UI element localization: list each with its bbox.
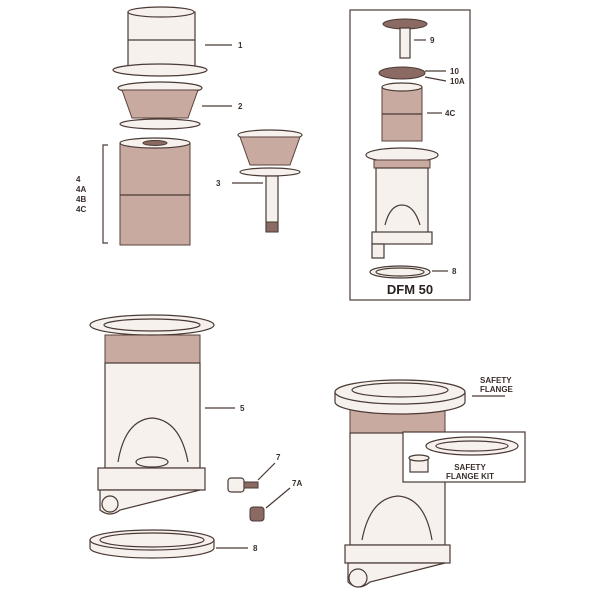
dfm50-inset: 9 10 10A 4C 8 DFM 50 [349,9,471,301]
label-1: 1 [238,41,243,50]
safety-flange-label-1: SAFETY [480,376,512,385]
safety-kit-label-1: SAFETY [454,463,486,472]
label-8: 8 [253,544,258,553]
part-2-basket: 2 [117,81,243,130]
label-4c-inset: 4C [445,109,455,118]
part-8-ring: 8 [89,529,258,559]
inset-title: DFM 50 [387,282,433,297]
label-3: 3 [216,179,221,188]
label-4a: 4A [76,185,86,194]
label-10: 10 [450,67,459,76]
label-4c: 4C [76,205,86,214]
safety-flange-label-2: FLANGE [480,385,514,394]
safety-flange-housing: SAFETY FLANGE [334,376,514,588]
safety-kit-label-2: FLANGE KIT [446,472,494,481]
label-4: 4 [76,175,81,184]
part-3-basket-stem: 3 [216,129,303,233]
label-10a: 10A [450,77,465,86]
label-7: 7 [276,453,281,462]
label-7a: 7A [292,479,302,488]
safety-flange-kit-inset: SAFETY FLANGE KIT [402,431,526,483]
label-5: 5 [240,404,245,413]
part-1-collar: 1 [112,6,243,77]
label-8-inset: 8 [452,267,457,276]
label-2: 2 [238,102,243,111]
label-4b: 4B [76,195,86,204]
part-7-plugs: 7 7A [227,453,302,522]
label-9: 9 [430,36,435,45]
part-4-cartridge: 4 4A 4B 4C [76,137,191,246]
part-5-housing: 5 [89,314,245,515]
